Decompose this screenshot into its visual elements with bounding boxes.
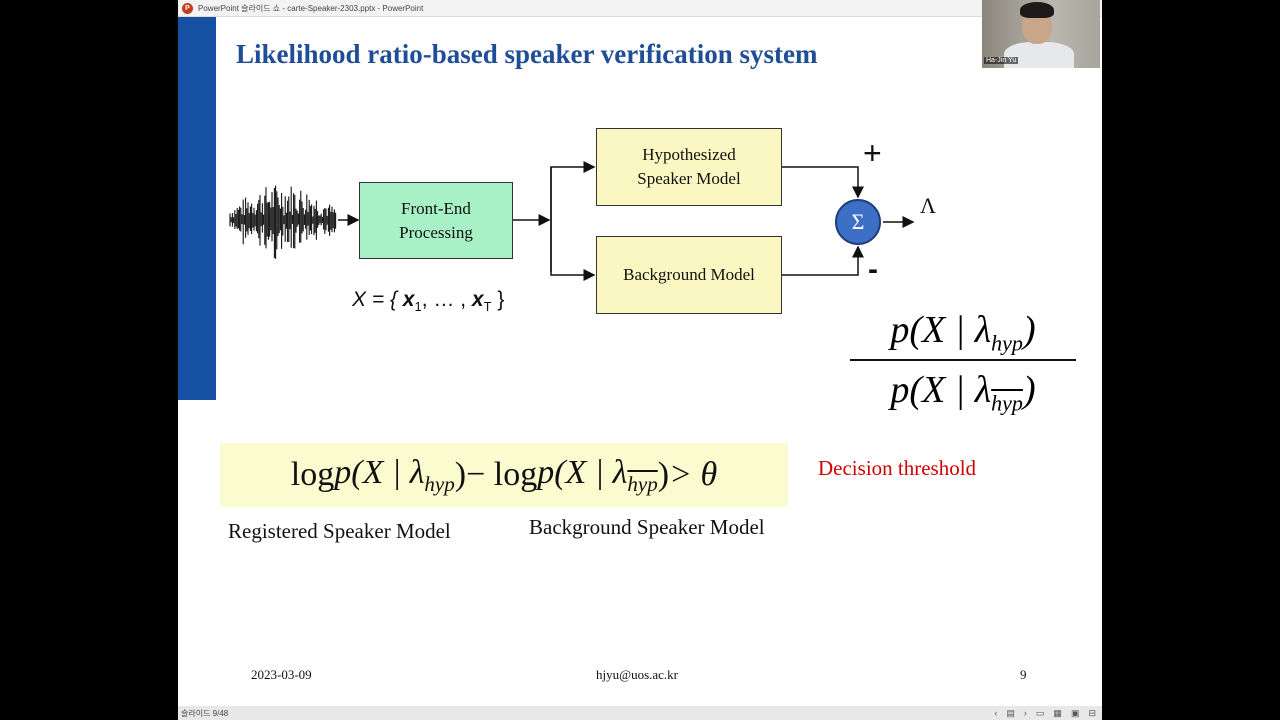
slide-sorter-icon[interactable]: ▦: [1053, 707, 1062, 718]
num-pre: p(X | λ: [890, 309, 992, 351]
ratio-denominator: p(X | λhyp): [850, 365, 1076, 416]
minus-sign: -: [868, 253, 878, 286]
eq-p2: p(X | λ: [537, 453, 628, 491]
lambda-output: Λ: [920, 193, 936, 218]
xset-lhs: X = {: [352, 288, 403, 311]
xset-sub1: 1: [414, 299, 422, 315]
summation-node: Σ: [835, 199, 881, 245]
num-post: ): [1022, 309, 1036, 351]
eq-minus: − log: [466, 456, 538, 493]
slide-title: Likelihood ratio-based speaker verificat…: [236, 39, 818, 69]
eq-sub2: hyp: [627, 471, 658, 496]
eq-log1: log: [290, 456, 335, 493]
slideshow-view-icon[interactable]: ⊟: [1088, 707, 1096, 718]
slide[interactable]: Likelihood ratio-based speaker verificat…: [178, 17, 1102, 706]
eq-p1: p(X | λ: [334, 453, 425, 491]
diagram-connectors: [229, 161, 915, 281]
eq-sub1: hyp: [424, 471, 455, 496]
footer-page-number: 9: [1020, 667, 1027, 682]
window-title: PowerPoint 슬라이드 쇼 - carte-Speaker-2303.p…: [198, 3, 424, 13]
accent-band: [178, 17, 216, 400]
xset-xT: x: [471, 288, 484, 311]
normal-view-icon[interactable]: ▭: [1035, 707, 1045, 718]
num-sub: hyp: [991, 330, 1023, 356]
hyp-model-line1: Hypothesized: [642, 145, 736, 164]
footer-email: hjyu@uos.ac.kr: [596, 667, 679, 682]
background-model-box: Background Model: [596, 236, 782, 314]
hyp-model-line2: Speaker Model: [637, 169, 741, 188]
sigma-symbol: Σ: [851, 209, 865, 234]
fraction-bar: [850, 359, 1076, 361]
front-end-line1: Front-End: [401, 198, 471, 218]
front-end-line2: Processing: [399, 222, 473, 242]
log-likelihood-equation: log p(X | λhyp) − log p(X | λhyp) > θ: [220, 443, 788, 507]
next-slide-button[interactable]: ›: [1023, 708, 1027, 718]
hypothesized-model-box: Hypothesized Speaker Model: [596, 128, 782, 206]
eq-term2: p(X | λhyp: [537, 454, 658, 497]
prev-slide-button[interactable]: ‹: [994, 708, 998, 718]
footer-date: 2023-03-09: [251, 667, 312, 682]
background-speaker-caption: Background Speaker Model: [529, 515, 765, 539]
presenter-hair: [1020, 2, 1054, 18]
front-end-processing-box: Front-End Processing: [359, 182, 513, 259]
feature-set-label: X = { x1, … , xT }: [352, 288, 504, 314]
reading-view-icon[interactable]: ▣: [1070, 707, 1080, 718]
den-pre: p(X | λ: [890, 369, 992, 411]
eq-close1: ): [454, 456, 467, 493]
eq-gt: > θ: [669, 456, 718, 493]
presenter-body: [1004, 42, 1074, 68]
den-sub: hyp: [991, 390, 1023, 416]
xset-rhs: }: [491, 288, 505, 311]
notes-icon[interactable]: ▤: [1006, 707, 1015, 718]
den-post: ): [1022, 369, 1036, 411]
slideshow-controls: ‹ ▤ › ▭ ▦ ▣ ⊟: [994, 706, 1096, 720]
presenter-name: Ha-Jin Yu: [984, 57, 1019, 64]
bg-model-label: Background Model: [623, 265, 755, 284]
eq-close2: ): [657, 456, 670, 493]
powerpoint-icon: P: [182, 2, 193, 14]
eq-term1: p(X | λhyp: [334, 454, 455, 497]
xset-mid: , … ,: [421, 288, 472, 311]
xset-x1: x: [402, 288, 415, 311]
ratio-numerator: p(X | λhyp): [850, 305, 1076, 356]
likelihood-ratio: p(X | λhyp) p(X | λhyp): [850, 305, 1076, 416]
decision-threshold-label: Decision threshold: [818, 456, 977, 480]
webcam-overlay: Ha-Jin Yu: [982, 0, 1100, 68]
powerpoint-window: P PowerPoint 슬라이드 쇼 - carte-Speaker-2303…: [178, 0, 1102, 720]
registered-speaker-caption: Registered Speaker Model: [228, 519, 451, 543]
xset-subT: T: [483, 299, 492, 315]
speech-waveform: [229, 185, 337, 259]
title-bar: P PowerPoint 슬라이드 쇼 - carte-Speaker-2303…: [178, 0, 1102, 17]
status-bar: 슬라이드 9/48 ‹ ▤ › ▭ ▦ ▣ ⊟: [178, 706, 1102, 720]
plus-sign: +: [863, 135, 882, 171]
slide-counter: 슬라이드 9/48: [181, 708, 229, 718]
